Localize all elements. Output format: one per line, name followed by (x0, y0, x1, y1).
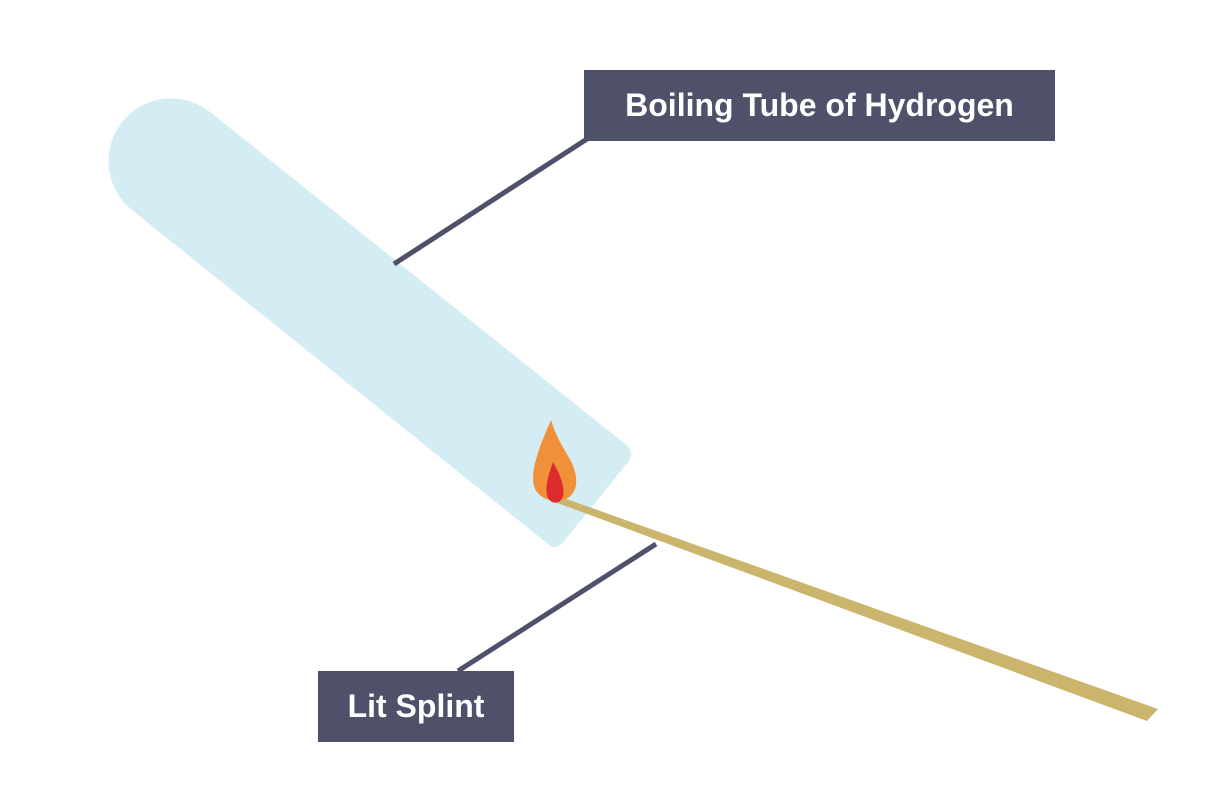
tube-label: Boiling Tube of Hydrogen (584, 70, 1055, 141)
boiling-tube (108, 98, 632, 548)
splint-label: Lit Splint (318, 671, 514, 742)
flame-inner (546, 462, 564, 503)
flame-icon (533, 420, 577, 503)
wooden-splint (552, 496, 1158, 721)
tube-leader-line (392, 136, 589, 267)
splint-leader-line (456, 541, 658, 674)
tube-label-text: Boiling Tube of Hydrogen (625, 87, 1014, 123)
splint-label-text: Lit Splint (347, 688, 485, 724)
flame-outer (533, 420, 577, 501)
boiling-tube-body (108, 98, 632, 548)
